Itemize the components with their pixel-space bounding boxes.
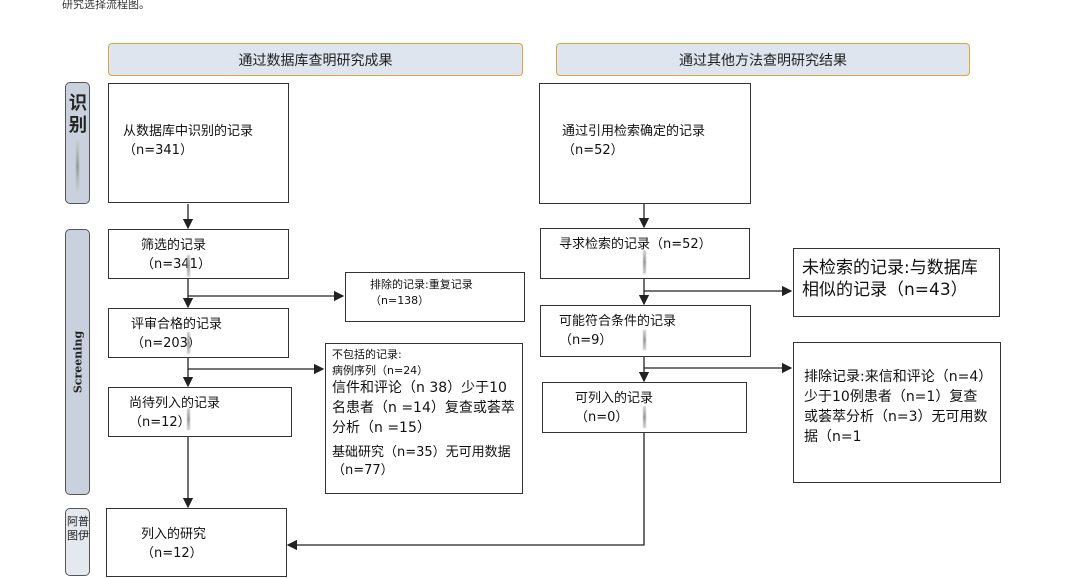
figure-caption: 研究选择流程图。 [62, 0, 150, 11]
box-other-sought-text: 寻求检索的记录（n=52） [559, 237, 712, 252]
blur-mark [643, 250, 646, 274]
blur-mark [643, 406, 646, 428]
box-db-identified: 从数据库中识别的记录（n=341） [108, 83, 289, 203]
header-other-methods: 通过其他方法查明研究结果 [556, 43, 970, 76]
box-db-eligible: 评审合格的记录（n=203） [108, 308, 289, 358]
box-other-not-retrieved: 未检索的记录:与数据库相似的记录（n=43） [793, 248, 1000, 317]
box-db-pending-text: 尚待列入的记录（n=12） [129, 396, 221, 430]
side-label-included-text: 阿普图伊 [67, 515, 89, 542]
box-other-eligible-text: 可能符合条件的记录（n=9） [559, 314, 677, 348]
excluded-heading: 不包括的记录: [332, 348, 402, 361]
side-label-included: 阿普图伊 [65, 508, 90, 576]
side-label-screening: Screening [65, 229, 90, 495]
blur-mark [187, 332, 190, 354]
box-db-screened-text: 筛选的记录（n=341） [141, 238, 211, 272]
box-db-excluded-duplicates: 排除的记录:重复记录（n=138） [345, 272, 525, 322]
blur-mark [76, 140, 79, 192]
box-other-not-retrieved-text: 未检索的记录:与数据库相似的记录（n=43） [802, 258, 978, 300]
box-db-excluded-reasons: 不包括的记录: 病例序列（n=24） 信件和评论（n 38）少于10名患者（n … [325, 343, 523, 494]
arrow-includable-to-included [286, 433, 645, 551]
box-other-includable: 可列入的记录（n=0） [542, 382, 747, 433]
blur-mark [643, 330, 646, 350]
box-included-studies: 列入的研究（n=12） [106, 508, 287, 577]
box-other-excluded-text: 排除记录:来信和评论（n=4）少于10例患者（n=1）复查或荟萃分析（n=3）无… [804, 369, 988, 445]
box-db-eligible-text: 评审合格的记录（n=203） [131, 317, 223, 351]
excluded-main-reasons: 信件和评论（n 38）少于10名患者（n =14）复查或荟萃分析（n =15） [332, 380, 515, 436]
excluded-basic-research: 基础研究（n=35）无可用数据（n=77） [332, 445, 511, 478]
header-database: 通过数据库查明研究成果 [108, 43, 523, 76]
box-db-identified-text: 从数据库中识别的记录（n=341） [123, 124, 254, 158]
excluded-case-series: 病例序列（n=24） [332, 364, 429, 377]
side-label-identification-text: 识别 [69, 93, 87, 136]
box-db-pending: 尚待列入的记录（n=12） [108, 387, 292, 437]
box-other-includable-text: 可列入的记录（n=0） [575, 391, 654, 425]
blur-mark [187, 255, 190, 277]
box-db-excluded-duplicates-text: 排除的记录:重复记录（n=138） [370, 278, 473, 307]
box-other-identified: 通过引用检索确定的记录（n=52） [539, 83, 751, 204]
blur-mark [187, 408, 190, 430]
box-other-excluded: 排除记录:来信和评论（n=4）少于10例患者（n=1）复查或荟萃分析（n=3）无… [793, 342, 1001, 483]
box-included-studies-text: 列入的研究（n=12） [141, 527, 207, 561]
box-db-screened: 筛选的记录（n=341） [108, 229, 289, 279]
box-other-identified-text: 通过引用检索确定的记录（n=52） [562, 124, 706, 158]
